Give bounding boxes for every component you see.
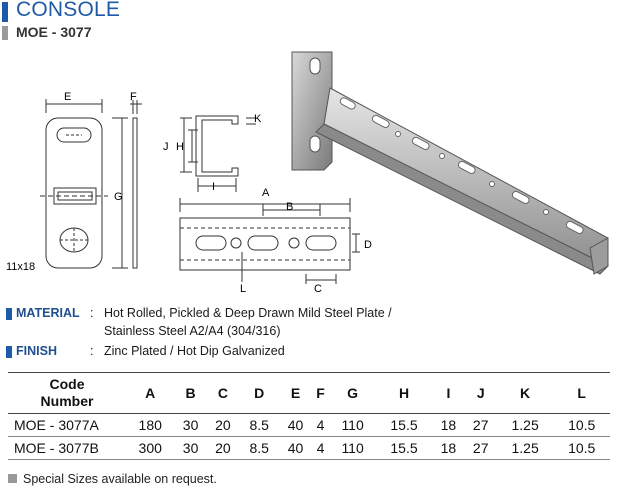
label-l: L [240, 283, 246, 295]
header-f: F [311, 372, 330, 414]
header-a: A [126, 372, 175, 414]
finish-label: FINISH [16, 344, 57, 358]
cell-k: 1.25 [496, 413, 554, 437]
cell-j: 27 [464, 436, 497, 460]
cell-i: 18 [432, 436, 465, 460]
cell-l: 10.5 [553, 436, 610, 460]
header-e: E [279, 372, 312, 414]
subtitle-accent-bar [2, 26, 8, 40]
label-h: H [176, 141, 184, 153]
footnote-text: Special Sizes available on request. [23, 472, 217, 486]
cell-d: 8.5 [239, 436, 280, 460]
side-view [130, 100, 142, 269]
label-b: B [286, 201, 293, 213]
cell-h: 15.5 [375, 436, 433, 460]
cell-d: 8.5 [239, 413, 280, 437]
header-k: K [496, 372, 554, 414]
cell-f: 4 [311, 413, 330, 437]
cell-e: 40 [279, 413, 312, 437]
cell-code: MOE - 3077B [8, 436, 126, 460]
label-a: A [262, 187, 270, 199]
cell-e: 40 [279, 436, 312, 460]
dimension-table: Code Number A B C D E F G H I J K L MOE … [8, 372, 610, 460]
label-g: G [114, 191, 123, 203]
console-bracket-3d [291, 51, 609, 275]
label-i: I [212, 181, 215, 193]
material-value-line1: Hot Rolled, Pickled & Deep Drawn Mild St… [104, 306, 392, 320]
header-c: C [206, 372, 240, 414]
cell-h: 15.5 [375, 413, 433, 437]
header-code-line1: Code [49, 376, 85, 392]
title-accent-bar [2, 2, 8, 22]
table-row: MOE - 3077A 180 30 20 8.5 40 4 110 15.5 … [8, 413, 610, 437]
cell-j: 27 [464, 413, 497, 437]
page-title: CONSOLE [16, 0, 121, 21]
cell-c: 20 [206, 436, 240, 460]
cell-l: 10.5 [553, 413, 610, 437]
cell-i: 18 [432, 413, 465, 437]
header-b: B [174, 372, 207, 414]
material-colon: : [90, 306, 94, 320]
label-e: E [64, 91, 71, 103]
cell-f: 4 [311, 436, 330, 460]
finish-colon: : [90, 344, 94, 358]
table-row: MOE - 3077B 300 30 20 8.5 40 4 110 15.5 … [8, 436, 610, 460]
finish-value: Zinc Plated / Hot Dip Galvanized [104, 344, 285, 358]
cell-a: 300 [126, 436, 175, 460]
header-d: D [239, 372, 280, 414]
channel-section [180, 115, 256, 192]
header-j: J [464, 372, 497, 414]
footnote: Special Sizes available on request. [8, 472, 217, 486]
label-j: J [163, 141, 169, 153]
cell-g: 110 [329, 413, 376, 437]
cell-b: 30 [174, 436, 207, 460]
label-k: K [254, 113, 262, 125]
cell-g: 110 [329, 436, 376, 460]
label-c: C [314, 283, 322, 295]
cell-c: 20 [206, 413, 240, 437]
material-accent-bar [6, 308, 12, 320]
front-view [40, 99, 128, 269]
header-g: G [329, 372, 376, 414]
header-code-line2: Number [40, 393, 94, 409]
label-f: F [130, 91, 137, 103]
cell-b: 30 [174, 413, 207, 437]
technical-drawing: E F G 11x18 J H I K A B D L C [6, 51, 609, 295]
label-hole-size: 11x18 [6, 261, 35, 273]
cell-code: MOE - 3077A [8, 413, 126, 437]
material-value-line2: Stainless Steel A2/A4 (304/316) [104, 324, 281, 338]
header-h: H [375, 372, 433, 414]
header-code-number: Code Number [8, 372, 126, 414]
cell-k: 1.25 [496, 436, 554, 460]
bullet-square [8, 474, 17, 483]
label-d: D [364, 239, 372, 251]
table-header-row: Code Number A B C D E F G H I J K L [8, 372, 610, 414]
cell-a: 180 [126, 413, 175, 437]
product-code: MOE - 3077 [16, 24, 92, 40]
header-l: L [553, 372, 610, 414]
material-label: MATERIAL [16, 306, 80, 320]
finish-accent-bar [6, 346, 12, 358]
channel-length-view [179, 198, 360, 284]
header-i: I [432, 372, 465, 414]
